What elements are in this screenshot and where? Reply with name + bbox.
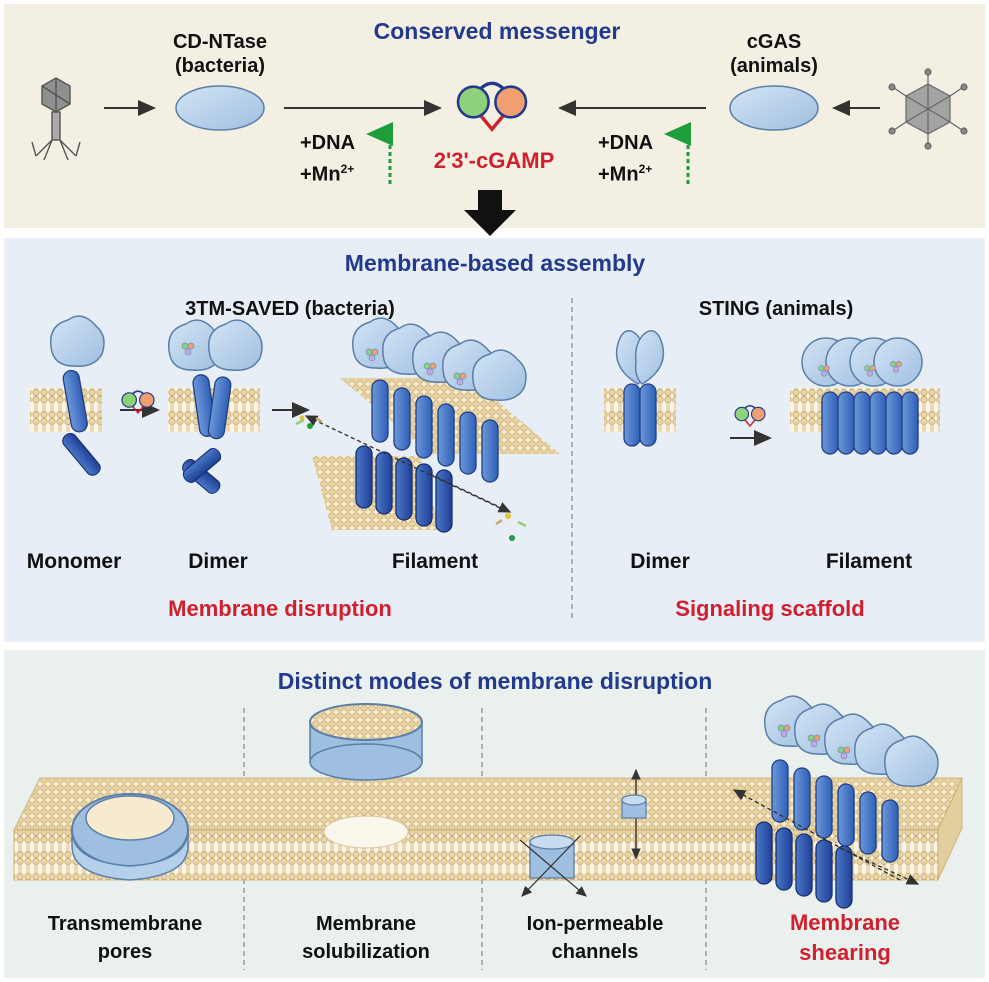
membrane-disruption-outcome: Membrane disruption [168, 596, 392, 621]
cgamp-icon-sting [734, 405, 766, 427]
cd-ntase-label: CD-NTase(bacteria) [172, 31, 268, 77]
stage-filament-label: Filament [391, 550, 479, 573]
lipid-debris-icon [295, 415, 527, 541]
transmembrane-pore [71, 793, 189, 881]
sting-filament-protein [801, 337, 923, 455]
ion-permeable-channels [519, 768, 647, 897]
bacteriophage-icon [31, 77, 81, 161]
membrane-assembly-title: Membrane-based assembly [344, 250, 646, 276]
conserved-messenger-title: Conserved messenger [373, 18, 621, 44]
animals-section-title: STING (animals) [698, 298, 854, 320]
cofactors-right: +DNA +Mn2+ [598, 132, 654, 186]
cofactors-left: +DNA +Mn2+ [300, 132, 356, 186]
cd-ntase-enzyme [175, 85, 265, 131]
bacteria-section-title: 3TM-SAVED (bacteria) [185, 298, 395, 320]
sting-dimer-protein [615, 330, 665, 447]
cgas-enzyme [729, 85, 819, 131]
disruption-modes-title: Distinct modes of membrane disruption [277, 668, 713, 694]
cgas-label: cGAS(animals) [730, 31, 818, 77]
signaling-scaffold-outcome: Signaling scaffold [675, 596, 865, 621]
membrane-shearing-filament [732, 695, 939, 909]
stage-monomer-label: Monomer [26, 550, 122, 573]
membrane-solubilization [309, 703, 423, 849]
stage-dimer-label: Dimer [188, 550, 248, 573]
sting-stage-filament-label: Filament [825, 550, 913, 573]
cgamp-label: 2'3'-cGAMP [433, 148, 555, 173]
sting-stage-dimer-label: Dimer [630, 550, 690, 573]
virus-icon [888, 68, 968, 150]
cgamp-molecule-icon [456, 81, 528, 131]
down-arrow-icon [464, 190, 516, 236]
